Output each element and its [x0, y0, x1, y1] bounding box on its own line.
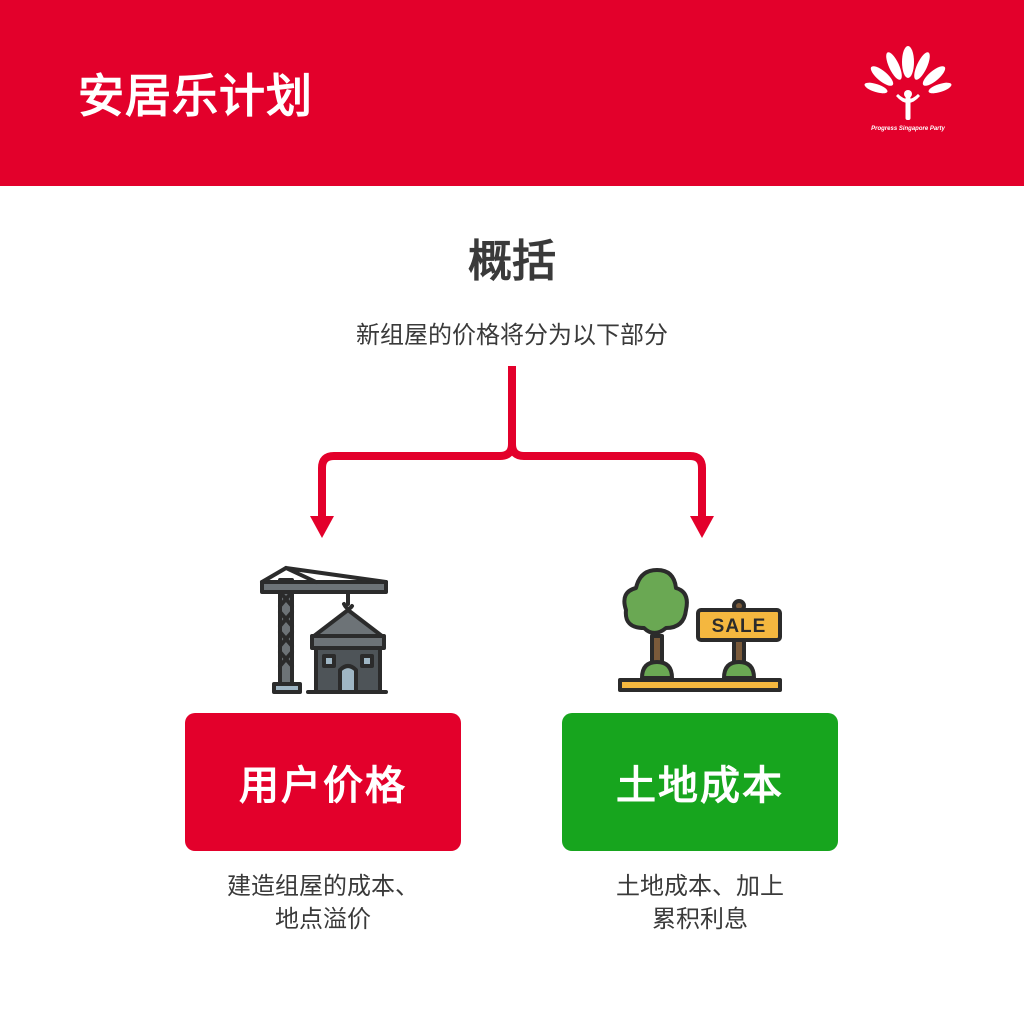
connector-right	[508, 443, 706, 518]
header-bar: 安居乐计划 Progress Singapore Party	[0, 0, 1024, 186]
description-line: 累积利息	[652, 905, 748, 933]
branch-connector	[310, 366, 714, 538]
land-cost-description: 土地成本、加上 累积利息	[540, 870, 860, 936]
arrow-right-icon	[690, 516, 714, 538]
crane-house-icon	[256, 562, 392, 698]
description-line: 土地成本、加上	[616, 872, 784, 900]
palm-logo-icon	[864, 46, 952, 120]
party-logo: Progress Singapore Party	[858, 44, 958, 140]
description-line: 地点溢价	[275, 905, 371, 933]
user-price-card: 用户价格	[185, 713, 461, 851]
section-title: 概括	[468, 236, 556, 287]
section-subtitle: 新组屋的价格将分为以下部分	[356, 321, 668, 349]
logo-caption: Progress Singapore Party	[871, 126, 945, 132]
connector-stem	[318, 366, 516, 518]
arrow-left-icon	[310, 516, 334, 538]
user-price-description: 建造组屋的成本、 地点溢价	[163, 870, 483, 936]
land-cost-card: 土地成本	[562, 713, 838, 851]
land-sale-icon: SALE	[614, 562, 786, 698]
sale-sign-text: SALE	[712, 616, 767, 637]
page-title: 安居乐计划	[78, 69, 313, 123]
description-line: 建造组屋的成本、	[227, 872, 419, 900]
